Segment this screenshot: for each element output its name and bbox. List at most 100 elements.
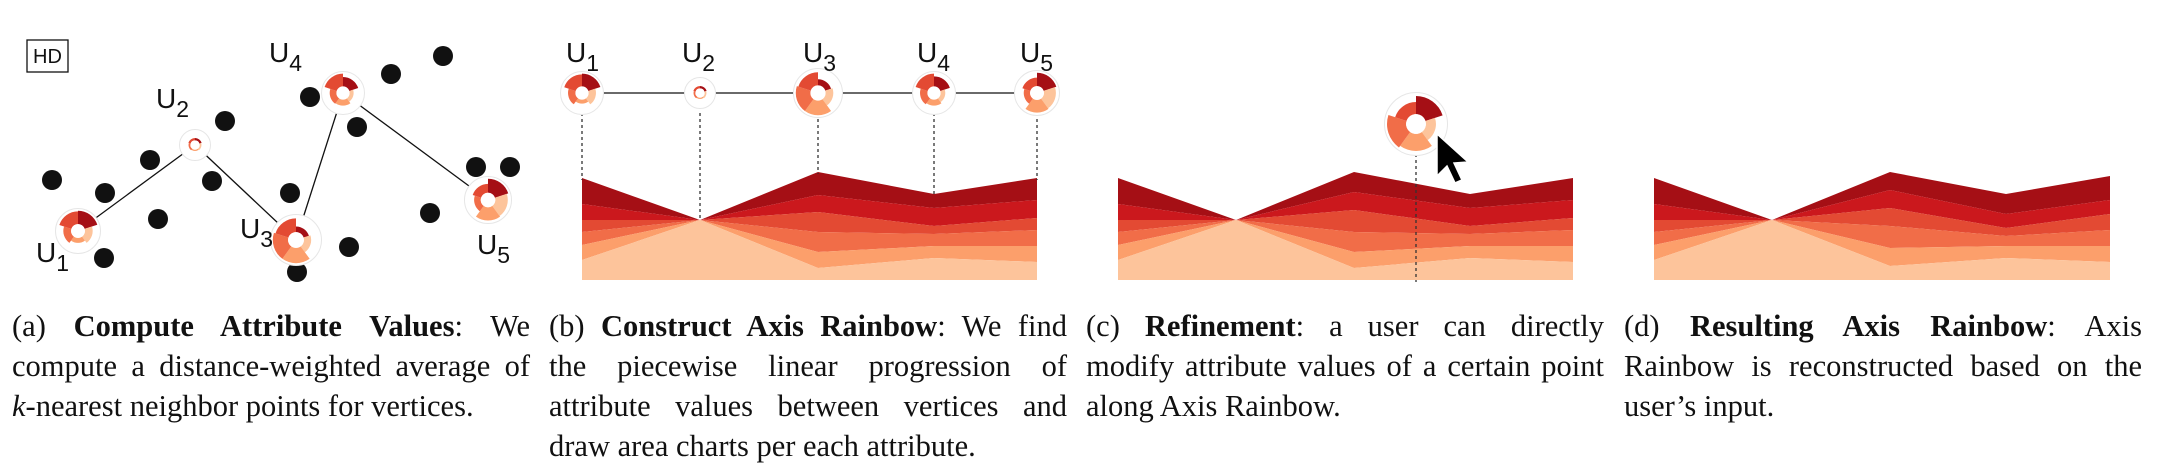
glyph-sector <box>492 193 508 217</box>
glyph-sector <box>818 79 832 91</box>
attribute-area-band <box>582 212 1037 234</box>
glyph-sector <box>564 74 582 91</box>
vertex-glyph-u3 <box>270 214 322 266</box>
glyph-sector <box>63 226 74 243</box>
glyph-sector <box>188 142 193 151</box>
attribute-area-band <box>1654 220 2110 266</box>
glyph-sector <box>1395 102 1416 121</box>
glyph-sector <box>188 138 195 144</box>
vertex-glyph-u5 <box>464 176 512 224</box>
data-point <box>148 209 168 229</box>
caption-c-title: Refinement <box>1144 309 1296 343</box>
vertex-label-u4: U4 <box>917 37 950 76</box>
glyph-sector <box>1023 88 1033 104</box>
glyph-sector <box>59 211 78 229</box>
graph-edge <box>342 92 489 201</box>
vertex-glyph-u2 <box>684 77 716 109</box>
attribute-area-band <box>1118 210 1573 234</box>
data-point <box>381 64 401 84</box>
attribute-area-band <box>1654 190 2110 228</box>
attribute-area-band <box>582 220 1037 280</box>
glyph-sector <box>926 98 942 106</box>
glyph-sector <box>915 73 934 91</box>
glyph-sector <box>272 232 292 259</box>
glyph-sector <box>702 90 707 99</box>
glyph-sector <box>195 138 202 144</box>
glyph-sector <box>1037 72 1057 91</box>
glyph-sector <box>1400 132 1432 151</box>
axis-rainbow-area-chart <box>1118 172 1573 280</box>
glyph-sector <box>700 86 707 92</box>
caption-b: (b) Construct Axis Rainbow: We find the … <box>549 309 1068 463</box>
glyph-sector <box>798 72 818 91</box>
glyph-sector <box>191 148 199 152</box>
caption-c: (c) Refinement: a user can directly modi… <box>1086 309 1604 423</box>
glyph-sector <box>300 235 312 253</box>
attribute-area-band <box>582 220 1037 252</box>
data-point <box>140 150 160 170</box>
data-point <box>300 87 320 107</box>
hd-label-box <box>26 39 69 73</box>
caption-a: (a) Compute Attribute Values: We compute… <box>12 309 531 423</box>
vertex-glyph-u1 <box>560 71 604 115</box>
glyph-sector <box>82 226 93 243</box>
data-point <box>215 111 235 131</box>
vertex-label-a-u3: U3 <box>240 213 273 252</box>
glyph-sector <box>335 98 351 106</box>
glyph-sector <box>568 88 579 105</box>
attribute-area-band <box>582 220 1037 268</box>
glyph-sector <box>1416 96 1443 121</box>
vertex-glyph-u4 <box>321 71 365 115</box>
attribute-area-band <box>1118 220 1573 280</box>
attribute-area-band <box>1654 172 2110 220</box>
vertex-glyph-u5 <box>1014 70 1060 116</box>
attribute-area-band <box>1118 172 1573 220</box>
glyph-sector <box>920 88 931 105</box>
glyph-sector <box>71 236 85 243</box>
attribute-area-band <box>1118 192 1573 226</box>
glyph-sector <box>1025 98 1049 113</box>
vertex-label-a-u1: U1 <box>36 237 69 276</box>
glyph-sector <box>1041 87 1056 109</box>
panel-d-resulting-axis-rainbow <box>1654 172 2110 280</box>
glyph-sector <box>1387 115 1411 148</box>
data-point <box>202 171 222 191</box>
attribute-area-band <box>1118 220 1573 268</box>
glyph-sector <box>472 183 488 198</box>
vertex-glyphs <box>55 71 512 266</box>
vertex-label-a-u5: U5 <box>477 229 510 268</box>
data-point <box>287 262 307 282</box>
attribute-area-band <box>1118 220 1573 252</box>
data-point <box>500 157 520 177</box>
editable-attribute-glyph[interactable] <box>1384 92 1448 156</box>
glyph-sector <box>937 89 946 103</box>
data-point <box>95 183 115 203</box>
vertex-glyph-u4 <box>912 71 956 115</box>
attribute-area-band <box>1654 208 2110 236</box>
glyph-sector <box>1421 117 1436 141</box>
vertex-glyph-u1 <box>55 208 101 254</box>
data-point <box>433 46 453 66</box>
vertex-label-u3: U3 <box>803 37 836 76</box>
attribute-area-band <box>1654 220 2110 248</box>
editable-glyph <box>1384 92 1448 156</box>
glyph-sector <box>282 246 310 264</box>
glyph-sector <box>475 205 501 221</box>
panel-c-refinement <box>1118 92 1573 282</box>
glyph-sector <box>1022 77 1037 91</box>
data-point <box>94 248 114 268</box>
vertex-glyph-u3 <box>793 68 843 118</box>
glyph-sector <box>343 77 359 91</box>
glyph-sector <box>822 88 834 106</box>
axis-rainbow-area-chart <box>1654 172 2110 280</box>
data-point <box>42 170 62 190</box>
graph-edge <box>77 144 196 232</box>
glyph-sector <box>346 89 354 102</box>
attribute-area-band <box>1654 220 2110 280</box>
glyph-sector <box>474 195 484 212</box>
data-point <box>347 117 367 137</box>
glyph-sector <box>693 90 698 99</box>
vertex-label-u2: U2 <box>682 37 715 76</box>
